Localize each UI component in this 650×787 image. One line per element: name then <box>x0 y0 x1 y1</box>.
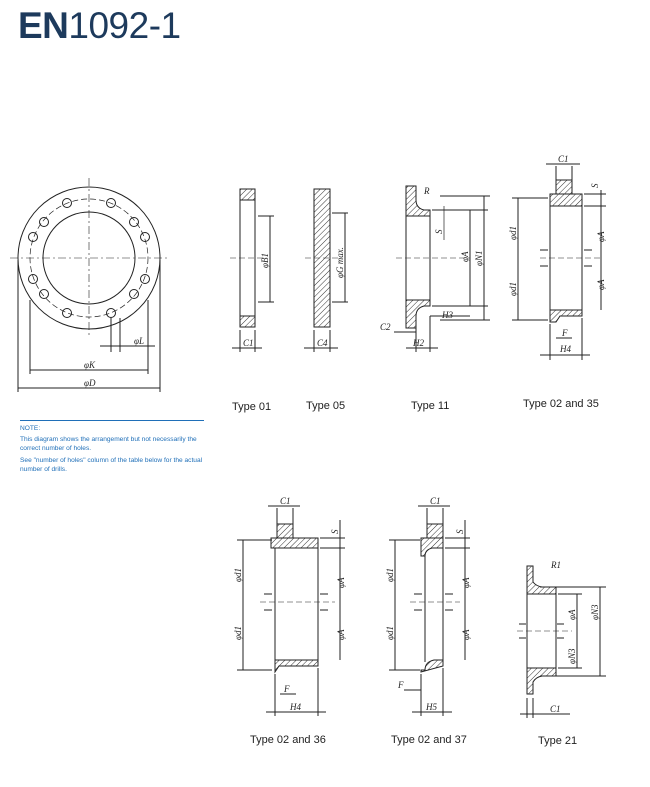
type01-section <box>230 188 274 352</box>
caption-type21: Type 21 <box>538 735 578 747</box>
dim-C1-type01: C1 <box>243 338 254 348</box>
caption-type02-36: Type 02 and 36 <box>250 734 326 746</box>
dim-C4-type05: C4 <box>317 338 328 348</box>
dim-H4-type02-36: H4 <box>289 702 301 712</box>
dim-phiA-type21: φA <box>567 609 577 620</box>
dim-H5-type02-37: H5 <box>425 702 437 712</box>
dim-phiN1-type11: φN1 <box>474 251 484 266</box>
note-line-2: See "number of holes" column of the tabl… <box>20 456 203 473</box>
dim-phiL: φL <box>134 336 144 346</box>
dim-F-type02-36: F <box>283 684 290 694</box>
type02-35-section <box>512 163 606 360</box>
type02-36-section <box>237 505 345 716</box>
dim-C1-type02-37: C1 <box>430 496 441 506</box>
dim-R-type11: R <box>423 186 430 196</box>
dim-S-type02-36: S <box>330 529 340 534</box>
dim-phiB1: φB1 <box>260 253 270 268</box>
dim-F-type02-37: F <box>397 680 404 690</box>
note-line-1: This diagram shows the arrangement but n… <box>20 436 197 453</box>
page-title: EN1092-1 <box>18 5 181 46</box>
dim-phiN3-type21-bottom: φN3 <box>567 648 577 664</box>
note-divider <box>20 420 204 421</box>
type21-section <box>517 565 606 718</box>
dim-phiD: φD <box>84 378 96 388</box>
dim-S-type11: S <box>434 229 444 234</box>
flange-front-view <box>10 178 168 392</box>
dim-phiA-type02-36-bottom: φA <box>336 629 346 640</box>
dim-phiA-type02-35-bottom: φA <box>596 279 606 290</box>
bolt-holes <box>28 198 150 318</box>
dim-phiK: φK <box>84 360 96 370</box>
dim-phiGmax: φG max. <box>335 247 345 278</box>
dim-H4-type02-35: H4 <box>559 344 571 354</box>
dim-S-type02-37: S <box>455 529 465 534</box>
dim-R1-type21: R1 <box>550 560 561 570</box>
type02-37-section <box>389 505 470 716</box>
dim-phid1-type02-35-bottom: φd1 <box>508 282 518 296</box>
caption-type02-37: Type 02 and 37 <box>391 734 467 746</box>
dim-phiA-type02-37-bottom: φA <box>461 629 471 640</box>
dim-phiN3-type21-top: φN3 <box>590 604 600 620</box>
dim-phiA-type11: φA <box>460 251 470 262</box>
dim-phiA-type02-37-top: φA <box>461 577 471 588</box>
type05-section <box>304 188 348 352</box>
dim-F-type02-35: F <box>561 328 568 338</box>
dim-S-type02-35: S <box>590 183 600 188</box>
caption-type11: Type 11 <box>411 400 450 412</box>
dim-phid1-type02-37-top: φd1 <box>385 568 395 582</box>
dim-phid1-type02-37-bottom: φd1 <box>385 626 395 640</box>
dim-C1-type02-36: C1 <box>280 496 291 506</box>
dim-C2-type11: C2 <box>380 322 391 332</box>
dim-phid1-type02-36-top: φd1 <box>233 568 243 582</box>
dim-phiA-type02-35-top: φA <box>596 231 606 242</box>
dim-H2-type11: H2 <box>412 338 424 348</box>
dim-C1-type02-35: C1 <box>558 154 569 164</box>
diagram-note: NOTE: This diagram shows the arrangement… <box>20 420 210 476</box>
dim-C3-type21: C1 <box>550 704 561 714</box>
type11-section <box>394 185 490 352</box>
caption-type01: Type 01 <box>232 401 272 413</box>
caption-type02-35: Type 02 and 35 <box>523 398 599 410</box>
dim-H3-type11: H3 <box>441 310 453 320</box>
dim-phid1-type02-35-top: φd1 <box>508 226 518 240</box>
caption-type05: Type 05 <box>306 400 346 412</box>
dim-phid1-type02-36-bottom: φd1 <box>233 626 243 640</box>
note-heading: NOTE: <box>20 425 41 432</box>
dim-phiA-type02-36-top: φA <box>336 577 346 588</box>
